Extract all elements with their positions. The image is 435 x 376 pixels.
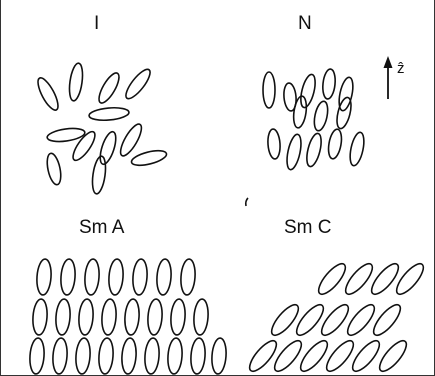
isotropic-molecule [117, 121, 145, 158]
smectic-a-molecule [108, 259, 124, 296]
smectic-a-molecule [52, 338, 68, 375]
nematic-molecule [326, 128, 343, 160]
isotropic-molecule [95, 70, 122, 105]
stray-mark [246, 198, 248, 206]
smectic-c-molecule [375, 337, 410, 375]
nematic-molecule [298, 73, 318, 109]
director-arrow-icon [384, 56, 393, 99]
smectic-c-molecule [314, 260, 349, 298]
smectic-a-molecule [132, 259, 148, 296]
isotropic-molecule [90, 155, 107, 194]
smectic-a-molecule [101, 299, 117, 336]
isotropic-molecule [97, 130, 119, 166]
smectic-c-molecules [245, 260, 427, 375]
smectic-a-molecule [75, 338, 91, 375]
isotropic-molecule [45, 152, 63, 186]
isotropic-molecule [34, 75, 61, 112]
smectic-a-molecule [156, 259, 172, 296]
nematic-molecule [304, 132, 324, 168]
nematic-molecule [292, 95, 308, 128]
nematic-molecules [263, 68, 366, 170]
isotropic-molecule [130, 148, 168, 168]
smectic-a-molecule [167, 338, 183, 375]
nematic-molecule [284, 133, 303, 171]
nematic-molecule [321, 68, 336, 99]
smectic-a-molecule [36, 259, 52, 296]
smectic-a-molecule [124, 299, 140, 336]
smectic-a-molecule [98, 338, 114, 375]
smectic-a-molecule [55, 299, 71, 336]
nematic-molecule [348, 131, 367, 167]
isotropic-molecule [122, 66, 154, 102]
smectic-a-molecule [144, 338, 160, 375]
smectic-a-molecule [180, 259, 196, 296]
nematic-molecule [334, 96, 353, 130]
smectic-a-molecule [170, 299, 186, 336]
nematic-molecule [267, 129, 281, 160]
smectic-a-molecule [84, 259, 100, 296]
nematic-molecule [312, 100, 330, 132]
smectic-a-molecule [60, 259, 76, 296]
smectic-a-molecule [193, 299, 209, 336]
smectic-a-molecule [78, 299, 94, 336]
smectic-a-molecule [29, 338, 45, 375]
smectic-a-molecules [29, 259, 227, 375]
smectic-a-molecule [121, 338, 137, 375]
isotropic-molecule [89, 106, 130, 121]
smectic-a-molecule [211, 338, 227, 375]
smectic-a-molecule [147, 299, 163, 336]
nematic-molecule [263, 72, 275, 108]
isotropic-molecules [34, 62, 168, 194]
smectic-a-molecule [32, 299, 48, 336]
smectic-a-molecule [190, 338, 206, 375]
isotropic-molecule [67, 62, 84, 101]
